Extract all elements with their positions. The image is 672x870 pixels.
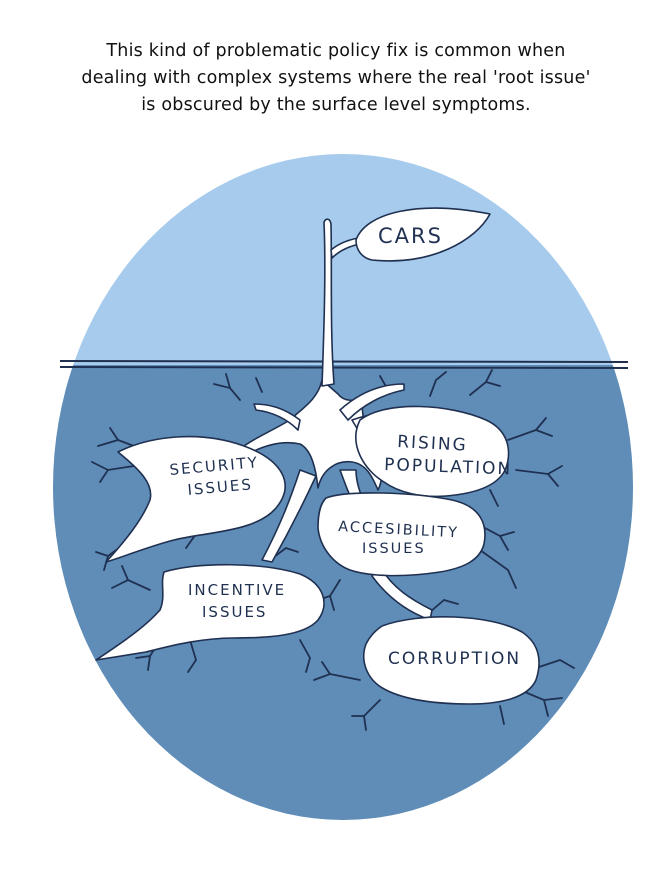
horizon bbox=[59, 360, 629, 369]
caption-line-1: This kind of problematic policy fix is c… bbox=[106, 41, 566, 61]
label-incentive-1: INCENTIVE bbox=[188, 581, 286, 599]
label-accessibility-2: ISSUES bbox=[362, 541, 426, 557]
caption-line-2: dealing with complex systems where the r… bbox=[81, 68, 591, 88]
label-accessibility-1: ACCESIBILITY bbox=[338, 519, 460, 541]
tuber-rising bbox=[355, 405, 510, 498]
label-rising-2: POPULATION bbox=[384, 455, 513, 479]
label-rising-1: RISING bbox=[397, 432, 468, 456]
sky bbox=[53, 154, 633, 365]
leaf-label: CARS bbox=[378, 224, 443, 248]
root-tendrils bbox=[91, 369, 575, 731]
tuber-security bbox=[105, 435, 286, 563]
stem-and-leaf bbox=[321, 207, 491, 387]
tuber-incentive bbox=[95, 563, 325, 661]
tuber-accessibility bbox=[317, 492, 486, 577]
stem bbox=[321, 218, 335, 387]
label-security-2: ISSUES bbox=[187, 475, 254, 499]
tuber-corruption bbox=[362, 616, 540, 705]
cars-leaf bbox=[355, 207, 491, 262]
root-tubers bbox=[95, 405, 540, 705]
caption-line-3: is obscured by the surface level symptom… bbox=[141, 95, 531, 115]
label-corruption: CORRUPTION bbox=[388, 649, 521, 669]
label-incentive-2: ISSUES bbox=[202, 603, 267, 621]
tuber-labels: SECURITY ISSUES RISING POPULATION ACCESI… bbox=[169, 432, 521, 669]
caption: This kind of problematic policy fix is c… bbox=[20, 38, 652, 119]
